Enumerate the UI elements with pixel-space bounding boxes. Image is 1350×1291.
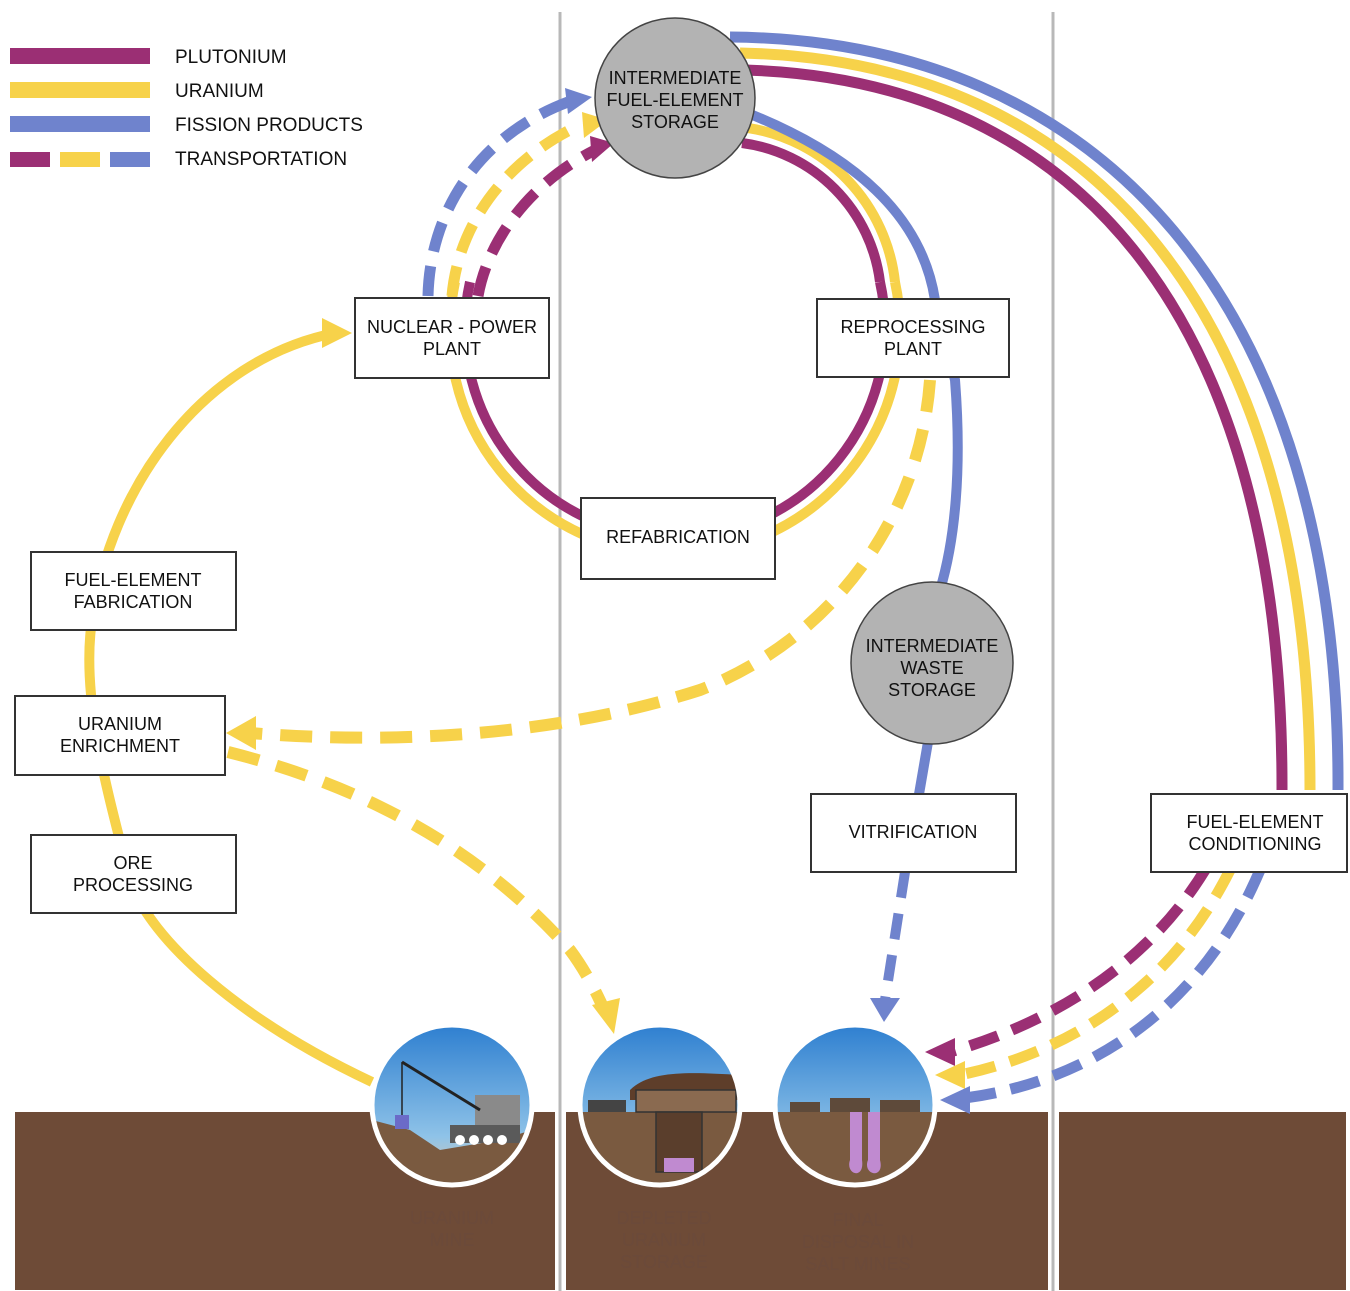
svg-text:FUEL-ELEMENT: FUEL-ELEMENT <box>606 90 743 110</box>
svg-text:INTERMEDIATE: INTERMEDIATE <box>609 68 742 88</box>
legend-swatch-transport <box>10 152 150 167</box>
svg-text:CONDITIONING: CONDITIONING <box>1189 834 1322 854</box>
box-fuel-element-fabrication: FUEL-ELEMENT FABRICATION <box>30 551 237 631</box>
arrowhead <box>935 1061 965 1089</box>
svg-text:STORAGE: STORAGE <box>620 1252 708 1272</box>
fuel-element-storage: INTERMEDIATE FUEL-ELEMENT STORAGE <box>594 17 756 179</box>
depleted-storage-illustration <box>577 1022 743 1188</box>
svg-text:FUEL-ELEMENT: FUEL-ELEMENT <box>64 570 201 590</box>
outer-arcs <box>729 31 1344 791</box>
arrowhead <box>322 318 352 348</box>
svg-text:DISPOSAL IN: DISPOSAL IN <box>802 1232 914 1252</box>
label-depleted-uranium-storage: DEPLETED URANIUM STORAGE <box>616 1208 711 1272</box>
legend-label-plutonium: PLUTONIUM <box>175 47 287 68</box>
svg-text:FINAL: FINAL <box>832 1210 883 1230</box>
svg-text:URANIUM: URANIUM <box>410 1208 494 1228</box>
uranium-to-depleted-storage <box>226 746 611 1015</box>
svg-text:REFABRICATION: REFABRICATION <box>606 527 750 547</box>
legend-label-transport: TRANSPORTATION <box>175 149 347 170</box>
svg-text:REPROCESSING: REPROCESSING <box>840 317 985 337</box>
svg-text:DEPLETED: DEPLETED <box>616 1208 711 1228</box>
legend-label-uranium: URANIUM <box>175 81 264 102</box>
fission-transport-to-disposal <box>880 871 910 1001</box>
svg-text:URANIUM: URANIUM <box>622 1230 706 1250</box>
svg-text:FABRICATION: FABRICATION <box>74 592 193 612</box>
svg-text:ENRICHMENT: ENRICHMENT <box>60 736 180 756</box>
svg-text:ORE: ORE <box>113 853 152 873</box>
svg-text:WASTE: WASTE <box>900 658 963 678</box>
salt-mine-illustration <box>772 1022 938 1188</box>
svg-text:STORAGE: STORAGE <box>631 112 719 132</box>
arrowhead <box>565 88 592 114</box>
svg-text:STORAGE: STORAGE <box>888 680 976 700</box>
arrowhead <box>592 998 620 1034</box>
uranium-return-to-enrichment <box>249 379 936 744</box>
svg-text:VITRIFICATION: VITRIFICATION <box>849 822 978 842</box>
box-vitrification: VITRIFICATION <box>810 793 1017 873</box>
fission-flow-to-vitrification <box>913 741 933 801</box>
uranium-mine-illustration <box>369 1022 535 1188</box>
svg-text:SALT MINES: SALT MINES <box>805 1254 910 1274</box>
legend-label-fission: FISSION PRODUCTS <box>175 115 363 136</box>
svg-text:PLANT: PLANT <box>884 339 942 359</box>
box-ore-processing: ORE PROCESSING <box>30 834 237 914</box>
legend-swatch-uranium <box>10 82 150 98</box>
column-dividers <box>558 12 1055 1291</box>
svg-text:URANIUM: URANIUM <box>78 714 162 734</box>
arrowhead <box>940 1086 970 1114</box>
legend: PLUTONIUM URANIUM FISSION PRODUCTS TRANS… <box>10 47 363 170</box>
svg-text:FUEL-ELEMENT: FUEL-ELEMENT <box>1186 812 1323 832</box>
svg-text:PROCESSING: PROCESSING <box>73 875 193 895</box>
box-fuel-element-conditioning: FUEL-ELEMENT CONDITIONING <box>1150 793 1348 873</box>
legend-swatch-fission <box>10 116 150 132</box>
svg-text:MINE: MINE <box>430 1230 475 1250</box>
box-uranium-enrichment: URANIUM ENRICHMENT <box>14 695 226 776</box>
waste-storage: INTERMEDIATE WASTE STORAGE <box>850 581 1014 745</box>
box-reprocessing-plant: REPROCESSING PLANT <box>816 298 1010 378</box>
arrowhead <box>925 1038 955 1066</box>
transport-to-fuel-storage <box>422 96 598 297</box>
label-final-disposal: FINAL DISPOSAL IN SALT MINES <box>802 1210 914 1274</box>
box-nuclear-power-plant: NUCLEAR - POWER PLANT <box>354 297 550 379</box>
arrowhead <box>870 998 900 1022</box>
svg-text:PLANT: PLANT <box>423 339 481 359</box>
svg-text:INTERMEDIATE: INTERMEDIATE <box>866 636 999 656</box>
transport-to-salt-mines <box>948 867 1266 1104</box>
arrowhead <box>226 716 256 750</box>
svg-text:NUCLEAR - POWER: NUCLEAR - POWER <box>367 317 537 337</box>
box-refabrication: REFABRICATION <box>580 497 776 580</box>
legend-swatch-plutonium <box>10 48 150 64</box>
label-uranium-mine: URANIUM MINE <box>410 1208 494 1250</box>
